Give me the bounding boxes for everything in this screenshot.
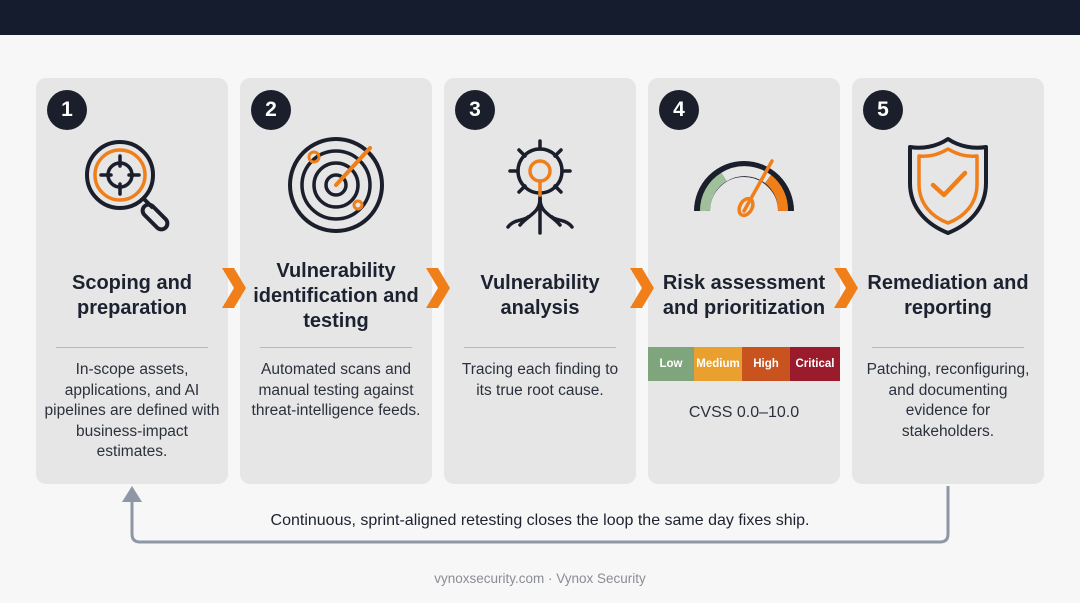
shield-check-icon bbox=[888, 133, 1008, 243]
chevron-right-icon bbox=[422, 266, 452, 310]
card-divider bbox=[260, 347, 412, 348]
step-card-identification: 2 Vulnerability identification and testi… bbox=[240, 78, 432, 484]
step-title: Remediation and reporting bbox=[867, 272, 1029, 319]
gauge-icon bbox=[684, 133, 804, 243]
step-number-badge: 2 bbox=[251, 90, 291, 130]
card-divider bbox=[56, 347, 208, 348]
severity-scale: Low Medium High Critical bbox=[648, 347, 840, 381]
card-divider bbox=[872, 347, 1024, 348]
cvss-range: CVSS 0.0–10.0 bbox=[688, 404, 800, 421]
step-title: Scoping and preparation bbox=[72, 272, 192, 319]
step-card-remediation: 5 Remediation and reporting Patching, re… bbox=[852, 78, 1044, 484]
severity-critical: Critical bbox=[790, 347, 840, 381]
severity-low: Low bbox=[648, 347, 694, 381]
card-divider bbox=[464, 347, 616, 348]
step-description: Patching, reconfiguring, and documenting… bbox=[866, 361, 1030, 440]
magnifier-target-icon bbox=[72, 133, 192, 243]
step-description: In-scope assets, applications, and AI pi… bbox=[44, 361, 220, 460]
radar-icon bbox=[276, 133, 396, 243]
step-number-badge: 5 bbox=[863, 90, 903, 130]
gear-roots-icon bbox=[480, 133, 600, 243]
step-card-scoping: 1 Scoping and preparation In-scope asset… bbox=[36, 78, 228, 484]
loop-caption: Continuous, sprint-aligned retesting clo… bbox=[270, 512, 810, 529]
step-number-badge: 3 bbox=[455, 90, 495, 130]
step-card-analysis: 3 Vulnerability analysis bbox=[444, 78, 636, 484]
chevron-right-icon bbox=[218, 266, 248, 310]
step-title: Vulnerability identification and testing bbox=[253, 259, 419, 332]
chevron-right-icon bbox=[830, 266, 860, 310]
step-number-badge: 4 bbox=[659, 90, 699, 130]
step-description: Tracing each finding to its true root ca… bbox=[461, 361, 619, 399]
step-card-risk: 4 Risk assessment and prioritization Low… bbox=[648, 78, 840, 484]
severity-high: High bbox=[742, 347, 790, 381]
step-description: Automated scans and manual testing again… bbox=[251, 361, 421, 419]
footer-credit: vynoxsecurity.com · Vynox Security bbox=[434, 571, 646, 586]
severity-medium: Medium bbox=[694, 347, 742, 381]
chevron-right-icon bbox=[626, 266, 656, 310]
step-number-badge: 1 bbox=[47, 90, 87, 130]
step-title: Vulnerability analysis bbox=[480, 272, 600, 319]
top-bar bbox=[0, 0, 1080, 35]
step-title: Risk assessment and prioritization bbox=[662, 272, 826, 319]
